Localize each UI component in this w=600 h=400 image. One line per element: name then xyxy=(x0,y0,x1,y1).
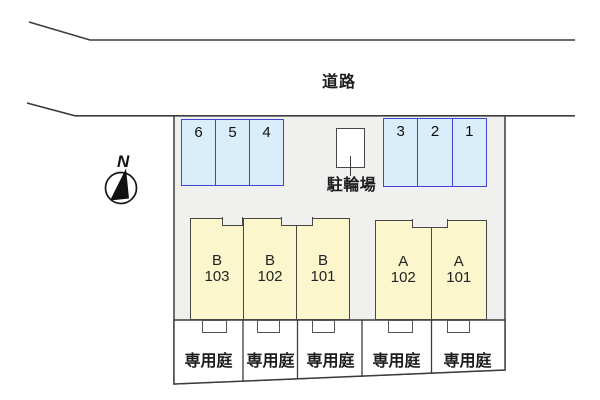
parking-stall-2: 2 xyxy=(417,119,451,186)
parking-stall-6: 6 xyxy=(182,120,215,185)
unit-number: 101 xyxy=(310,268,336,285)
north-arrow-icon xyxy=(110,168,129,201)
parking-stall-5: 5 xyxy=(215,120,249,185)
parking-stall-number: 4 xyxy=(262,124,271,141)
parking-group-654: 6 5 4 xyxy=(181,119,284,186)
unit-number: 102 xyxy=(390,269,416,286)
garden-label-a101: 専用庭 xyxy=(443,353,492,370)
unit-a102: A 102 xyxy=(376,221,431,319)
parking-stall-1: 1 xyxy=(451,119,486,186)
road-edge-bottom xyxy=(26,102,575,117)
garden-label-b101: 専用庭 xyxy=(306,353,355,370)
unit-number: 103 xyxy=(204,268,230,285)
garden-step xyxy=(447,320,470,333)
garden-step xyxy=(202,320,227,333)
parking-stall-number: 3 xyxy=(396,123,405,140)
garden-step xyxy=(312,320,335,333)
unit-number: 102 xyxy=(257,268,283,285)
road-label: 道路 xyxy=(321,74,356,91)
parking-stall-number: 5 xyxy=(228,124,237,141)
parking-stall-number: 6 xyxy=(194,124,203,141)
garden-label-a102: 専用庭 xyxy=(372,353,421,370)
road-edge-top xyxy=(28,21,575,41)
parking-stall-4: 4 xyxy=(249,120,283,185)
compass-circle xyxy=(104,171,138,205)
unit-b102: B 102 xyxy=(243,219,296,319)
unit-letter: A xyxy=(453,253,464,270)
garden-label-b103: 専用庭 xyxy=(184,353,233,370)
unit-a101: A 101 xyxy=(430,221,487,319)
garden-step xyxy=(388,320,413,333)
parking-stall-number: 2 xyxy=(430,123,440,140)
parking-group-321: 3 2 1 xyxy=(383,118,487,187)
bicycle-parking-leader-line xyxy=(350,156,352,176)
building-a: A 102 A 101 xyxy=(375,220,487,320)
bicycle-parking-label: 駐輪場 xyxy=(326,177,377,194)
garden-step xyxy=(257,320,280,333)
garden-label-b102: 専用庭 xyxy=(246,353,295,370)
unit-number: 101 xyxy=(446,269,472,286)
compass-north-label: N xyxy=(117,152,130,171)
unit-letter: B xyxy=(317,252,328,269)
unit-b101: B 101 xyxy=(296,219,349,319)
entrance-notch-b102-b101 xyxy=(281,216,313,226)
unit-letter: B xyxy=(264,252,275,269)
building-b: B 103 B 102 B 101 xyxy=(190,218,350,320)
unit-letter: B xyxy=(211,252,222,269)
unit-letter: A xyxy=(398,253,409,270)
entrance-notch-a102-a101 xyxy=(412,218,448,228)
entrance-notch-b103 xyxy=(222,216,243,226)
unit-b103: B 103 xyxy=(191,219,243,319)
parking-stall-number: 1 xyxy=(465,123,474,140)
parking-stall-3: 3 xyxy=(384,119,417,186)
